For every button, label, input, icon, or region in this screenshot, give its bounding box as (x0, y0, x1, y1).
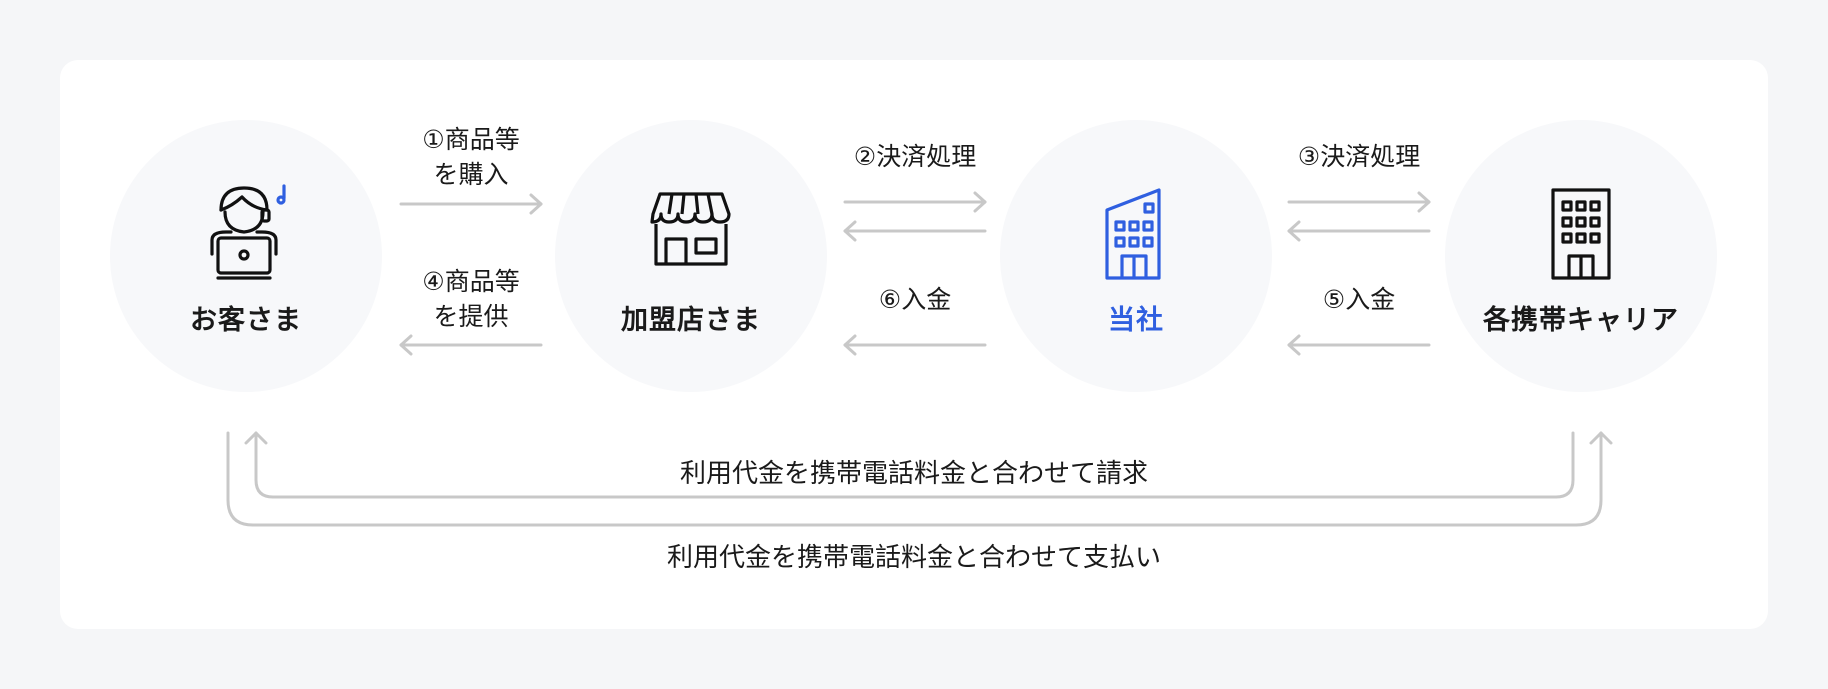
storefront-icon (555, 182, 827, 282)
office-building-icon (1000, 182, 1272, 282)
arrow-settlement-carrier-to-company (1287, 220, 1431, 242)
arrow-payment-loop (226, 431, 1613, 527)
arrow-purchase (399, 193, 543, 215)
step-4-label: ④商品等 を提供 (422, 267, 520, 331)
node-merchant: 加盟店さま (555, 120, 827, 392)
node-customer: お客さま (110, 120, 382, 392)
building-icon (1445, 182, 1717, 282)
node-merchant-label: 加盟店さま (621, 305, 761, 336)
node-carrier: 各携帯キャリア (1445, 120, 1717, 392)
arrow-settlement-company-to-merchant (843, 220, 987, 242)
node-company-label: 当社 (1108, 305, 1164, 336)
arrow-billing-loop (244, 431, 1575, 499)
customer-laptop-headset-icon (110, 182, 382, 282)
step-5-label: ⑤入金 (1322, 285, 1396, 314)
billing-flow-label: 利用代金を携帯電話料金と合わせて請求 (679, 459, 1148, 489)
arrow-deposit-company-to-merchant (843, 334, 987, 356)
step-6-label: ⑥入金 (878, 285, 952, 314)
payment-flow-label: 利用代金を携帯電話料金と合わせて支払い (666, 543, 1161, 573)
arrow-deposit-carrier-to-company (1287, 334, 1431, 356)
step-3-label: ③決済処理 (1297, 142, 1421, 171)
step-2-label: ②決済処理 (853, 142, 977, 171)
node-company: 当社 (1000, 120, 1272, 392)
step-1-label: ①商品等 を購入 (422, 125, 520, 189)
arrow-provide (399, 334, 543, 356)
node-customer-label: お客さま (190, 305, 302, 336)
arrow-settlement-company-to-carrier (1287, 191, 1431, 213)
node-carrier-label: 各携帯キャリア (1483, 305, 1679, 336)
arrow-settlement-merchant-to-company (843, 191, 987, 213)
